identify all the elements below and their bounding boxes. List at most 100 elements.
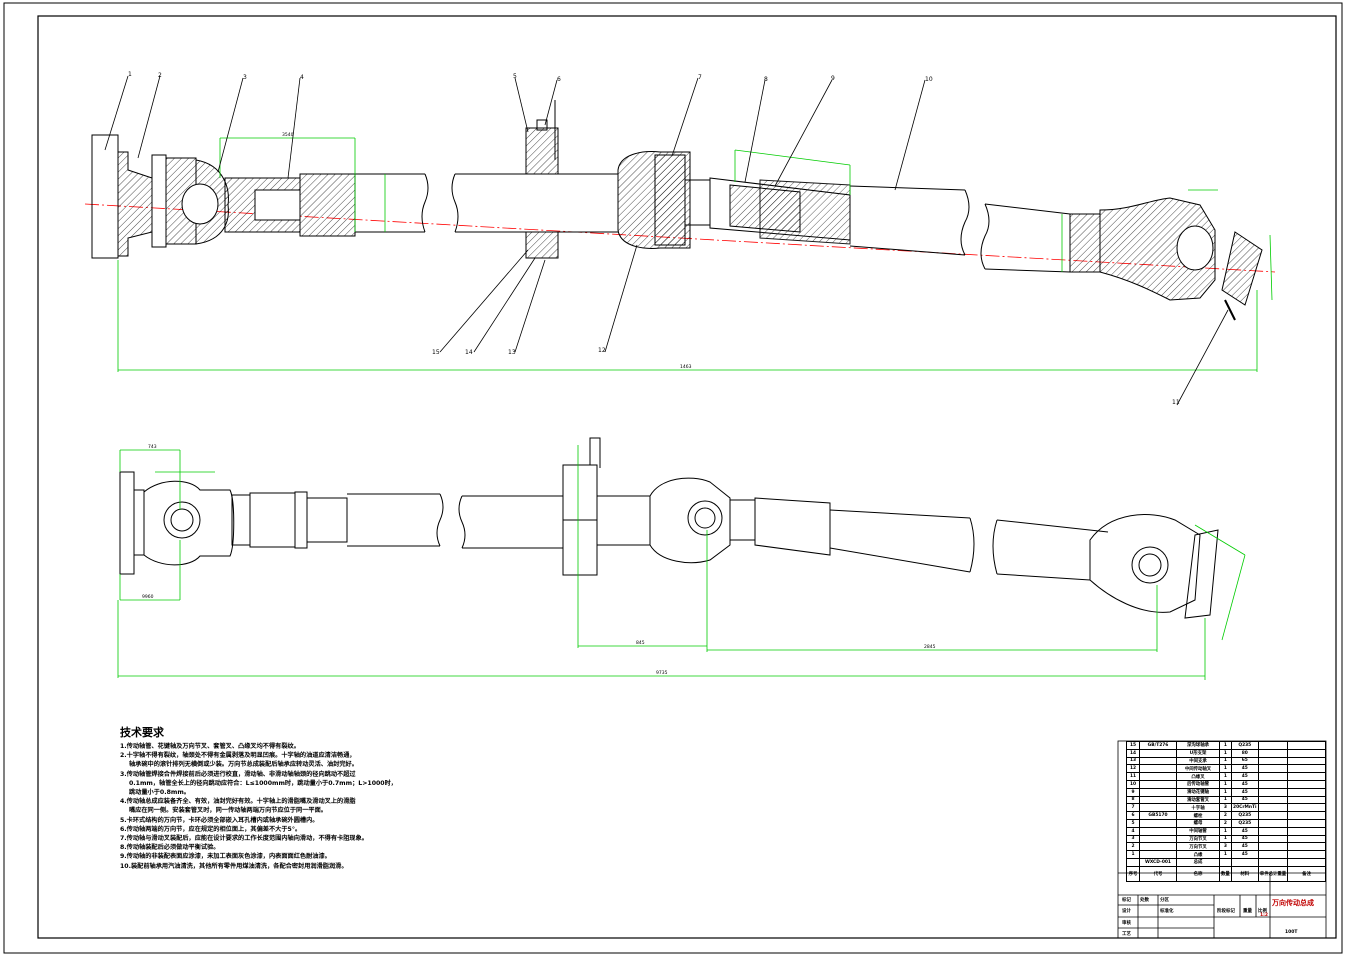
bom-cell: 1 — [1126, 850, 1140, 859]
callout-12: 12 — [598, 347, 606, 354]
bom-cell — [1139, 779, 1177, 789]
bom-cell — [1257, 795, 1289, 805]
bom-cell — [1287, 811, 1326, 820]
requirement-line: 0.1mm，轴管全长上的径向跳动应符合：L≤1000mm时，跳动量小于0.7mm… — [129, 779, 397, 787]
bom-cell — [1139, 787, 1177, 797]
bom-cell: 1 — [1219, 772, 1232, 781]
callout-14: 14 — [465, 349, 473, 356]
bom-header-cell: 代号 — [1139, 865, 1177, 882]
bottom-view — [119, 437, 1219, 619]
bom-cell — [1139, 748, 1177, 758]
requirement-line: 嘴应在同一侧。安装套管叉时，同一传动轴两端万向节应位于同一平面。 — [129, 807, 327, 815]
bom-header-cell: 备注 — [1287, 865, 1326, 882]
bom-cell — [1257, 850, 1289, 859]
bom-cell: U形支架 — [1176, 748, 1220, 758]
bom-header-cell: 数量 — [1219, 865, 1232, 882]
bom-cell — [1257, 787, 1289, 797]
requirement-line: 3.传动轴管焊接合件焊接前后必须进行校直，滑动轴、非滑动轴轴颈的径向跳动不超过 — [120, 770, 356, 778]
tb-scale-value: 1:2 — [1260, 913, 1269, 918]
tb-label-weight: 重量 — [1243, 909, 1252, 914]
bom-cell: 13 — [1126, 756, 1140, 766]
bom-cell — [1287, 795, 1326, 805]
bom-header-cell: 名称 — [1176, 865, 1220, 882]
bom-cell: 2 — [1126, 842, 1140, 852]
dim-743: 743 — [148, 444, 157, 450]
tb-label-design: 设计 — [1122, 909, 1131, 914]
drawing-title: 万向传动总成 — [1272, 899, 1314, 907]
bom-cell — [1139, 850, 1177, 859]
bom-cell: 凸缘 — [1176, 850, 1220, 859]
bom-cell: 45 — [1230, 834, 1259, 844]
bom-cell: 1 — [1219, 795, 1232, 805]
requirement-line: 7.传动轴与滑动叉装配后，应能在设计要求的工作长度范围内轴向滑动，不得有卡阻现象… — [120, 835, 368, 843]
bom-header-cell: 材料 — [1230, 865, 1259, 882]
requirement-line: 1.传动轴管、花键轴及万向节叉、套管叉、凸缘叉均不得有裂纹。 — [120, 743, 300, 750]
bom-cell: 45 — [1230, 779, 1259, 789]
callout-leaders — [104, 75, 1229, 406]
bom-cell: 3 — [1126, 834, 1140, 844]
bom-cell: 5 — [1126, 818, 1140, 828]
requirement-line: 4.传动轴总成应装备齐全、有效，油封完好有效。十字轴上的滑脂嘴及滑动叉上的滑脂 — [120, 798, 356, 806]
bom-cell: 15 — [1126, 741, 1140, 750]
bom-cell: 80 — [1230, 748, 1259, 758]
bom-cell — [1287, 741, 1326, 750]
bom-cell: 45 — [1230, 764, 1259, 774]
bom-cell: 1 — [1219, 748, 1232, 758]
bom-cell: 45 — [1230, 787, 1259, 797]
bom-cell — [1287, 764, 1326, 774]
inner-border — [37, 15, 1337, 939]
bom-cell — [1257, 842, 1289, 852]
bom-cell — [1257, 764, 1289, 774]
bom-cell — [1139, 756, 1177, 766]
bom-cell — [1287, 756, 1326, 766]
bom-cell — [1139, 803, 1177, 813]
bom-cell: 1 — [1219, 787, 1232, 797]
bom-cell — [1139, 842, 1177, 852]
dim-845: 845 — [636, 640, 645, 646]
top-dimensions — [117, 137, 1273, 372]
dim-9960: 9960 — [142, 594, 154, 600]
tb-label-review: 审核 — [1122, 921, 1131, 926]
bom-cell: 滑动套管叉 — [1176, 795, 1220, 805]
bom-cell: 后传动轴管 — [1176, 779, 1220, 789]
bom-cell — [1257, 741, 1289, 750]
bom-cell: 65 — [1230, 756, 1259, 766]
bom-cell — [1139, 818, 1177, 828]
callout-11: 11 — [1172, 399, 1180, 406]
dim-9735: 9735 — [656, 670, 668, 676]
bom-cell — [1287, 842, 1326, 852]
bom-cell: 45 — [1230, 850, 1259, 859]
requirement-line: 轴承碗中的滚针排列无横倒或少装。万向节总成装配后轴承应转动灵活、油封完好。 — [129, 761, 358, 769]
bom-cell — [1257, 818, 1289, 828]
callout-6: 6 — [557, 76, 561, 83]
bom-cell: 3 — [1219, 842, 1232, 852]
callout-15: 15 — [432, 349, 440, 356]
callout-4: 4 — [300, 74, 304, 81]
bom-cell: 螺母 — [1176, 818, 1220, 828]
technical-requirements: 技术要求 1.传动轴管、花键轴及万向节叉、套管叉、凸缘叉均不得有裂纹。 2.十字… — [120, 724, 590, 871]
callout-9: 9 — [831, 75, 835, 82]
callout-3: 3 — [243, 74, 247, 81]
bom-cell: 中间支承 — [1176, 756, 1220, 766]
callout-2: 2 — [158, 72, 162, 79]
bom-cell: 2 — [1219, 818, 1232, 828]
bom-cell: WXCD-001 — [1139, 857, 1177, 867]
bom-cell: 1 — [1219, 764, 1232, 774]
bom-cell: 7 — [1126, 803, 1140, 813]
callout-1: 1 — [128, 71, 132, 78]
bom-header-cell: 序号 — [1126, 865, 1140, 882]
bom-cell — [1287, 787, 1326, 797]
bom-cell: 螺栓 — [1176, 811, 1220, 820]
bom-cell — [1257, 772, 1289, 781]
bom-cell: 万向节叉 — [1176, 834, 1220, 844]
dim-1463: 1463 — [680, 364, 692, 370]
bom-cell: 20CrMnTi — [1230, 803, 1259, 813]
dim-2845: 2845 — [924, 644, 936, 650]
requirement-line: 9.传动轴的非装配表面应涂漆，未加工表面灰色涂漆，内表面面红色耐油漆。 — [120, 853, 331, 861]
